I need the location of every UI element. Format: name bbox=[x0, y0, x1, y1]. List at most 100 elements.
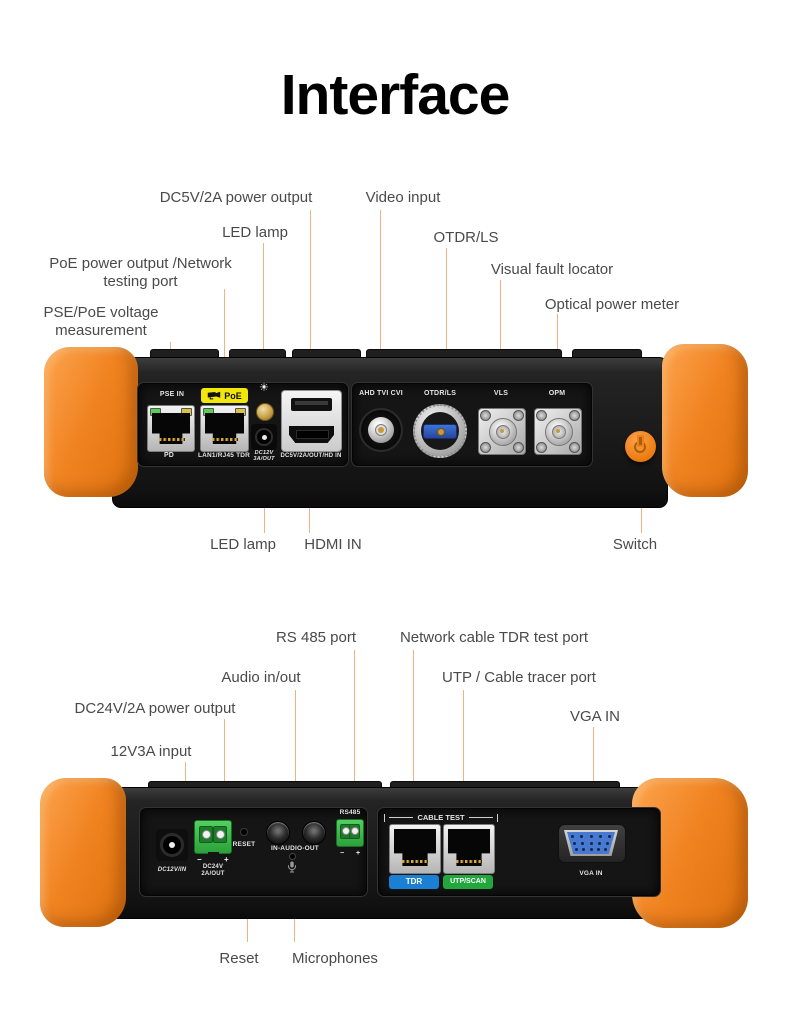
otdr-ferrule bbox=[437, 428, 445, 436]
leader-line bbox=[295, 690, 296, 810]
usb-port bbox=[291, 398, 332, 411]
leader-line bbox=[224, 289, 225, 381]
audio-out-jack bbox=[302, 821, 326, 845]
jack-pin bbox=[261, 434, 267, 440]
bnc-center-pin bbox=[378, 427, 384, 433]
microphone-icon bbox=[288, 861, 296, 873]
rs485-label: RS485 bbox=[339, 809, 361, 816]
leader-line bbox=[463, 690, 464, 810]
screw bbox=[536, 442, 547, 453]
minus-mark: − bbox=[197, 855, 202, 864]
audio-label: IN-AUDIO-OUT bbox=[271, 845, 319, 852]
ahd-label: AHD TVI CVI bbox=[359, 390, 403, 397]
screw bbox=[513, 410, 524, 421]
hdmi-port bbox=[289, 426, 334, 443]
leader-line bbox=[309, 508, 310, 533]
tdr-tag: TDR bbox=[389, 875, 439, 889]
power-icon-bar bbox=[639, 437, 642, 445]
terminal-pin bbox=[350, 827, 359, 835]
usb-hdmi-plate bbox=[281, 390, 342, 452]
page-title: Interface bbox=[280, 63, 511, 127]
bnc-connector bbox=[359, 408, 403, 452]
vls-label: VLS bbox=[493, 390, 509, 397]
leader-line bbox=[446, 248, 447, 381]
minus-mark: − bbox=[340, 850, 345, 857]
leader-line bbox=[247, 917, 248, 942]
bracket-bar bbox=[384, 813, 385, 822]
leader-line bbox=[500, 280, 501, 381]
leader-line bbox=[354, 650, 355, 810]
callout-poe-power-output: PoE power output /Network testing port bbox=[49, 255, 232, 290]
vls-connector bbox=[478, 408, 526, 455]
callout-dc5v-power-output: DC5V/2A power output bbox=[159, 189, 313, 206]
callout-optical-power-meter: Optical power meter bbox=[544, 296, 680, 313]
bracket-line bbox=[389, 817, 414, 818]
vga-hole-row bbox=[571, 848, 611, 851]
callout-dc24v-power-output: DC24V/2A power output bbox=[74, 700, 236, 717]
plus-mark: + bbox=[356, 850, 361, 857]
utp-scan-tag: UTP/SCAN bbox=[443, 875, 493, 889]
callout-switch: Switch bbox=[612, 536, 658, 553]
rj45-pins bbox=[159, 438, 185, 441]
leader-line bbox=[557, 314, 558, 381]
leader-line bbox=[593, 727, 594, 810]
callout-rs485-port: RS 485 port bbox=[275, 629, 357, 646]
bracket-line bbox=[468, 817, 493, 818]
screw bbox=[569, 410, 580, 421]
handle-left bbox=[40, 778, 126, 927]
opm-label: OPM bbox=[548, 390, 566, 397]
usb-tongue bbox=[295, 401, 328, 405]
fc-ferrule bbox=[500, 429, 504, 433]
callout-visual-fault-locator: Visual fault locator bbox=[490, 261, 614, 278]
pd-label: PD bbox=[163, 452, 175, 459]
vga-connector bbox=[558, 824, 626, 863]
cable-test-label: CABLE TEST bbox=[417, 813, 465, 822]
leader-line bbox=[413, 650, 414, 810]
dc24v-terminal bbox=[194, 820, 232, 854]
callout-reset: Reset bbox=[219, 950, 259, 967]
rs485-terminal bbox=[336, 819, 364, 847]
dc12v-out-label: DC12V 3A/OUT bbox=[253, 450, 275, 462]
leader-line bbox=[224, 719, 225, 810]
callout-pse-poe-voltage: PSE/PoE voltage measurement bbox=[43, 304, 159, 339]
lan1-rj45-port bbox=[200, 405, 249, 452]
cable-test-header: CABLE TEST bbox=[384, 813, 498, 822]
vga-holes bbox=[571, 835, 611, 851]
led-lamp-icon: ☀ bbox=[258, 381, 270, 394]
dc12v-in-jack bbox=[156, 829, 188, 861]
poe-badge: PoE bbox=[201, 388, 248, 403]
mic-hole bbox=[289, 853, 296, 860]
bracket-bar bbox=[497, 813, 498, 822]
screw bbox=[536, 410, 547, 421]
callout-12v3a-input: 12V3A input bbox=[110, 743, 192, 760]
screw bbox=[480, 410, 491, 421]
jack-pin bbox=[169, 842, 175, 848]
callout-network-tdr-port: Network cable TDR test port bbox=[399, 629, 589, 646]
dc12v-out-jack bbox=[251, 424, 277, 450]
otdr-label: OTDR/LS bbox=[423, 390, 457, 397]
lan1-label: LAN1/RJ45 TDR bbox=[197, 452, 251, 459]
dc5v-label: DC5V/2A/OUT/HD IN bbox=[280, 453, 342, 459]
screw bbox=[569, 442, 580, 453]
callout-led-lamp-bottom: LED lamp bbox=[210, 536, 276, 553]
callout-led-lamp-top: LED lamp bbox=[222, 224, 288, 241]
terminal-pin bbox=[341, 827, 350, 835]
handle-left bbox=[44, 347, 138, 497]
terminal-tab bbox=[208, 852, 219, 858]
pse-in-port bbox=[147, 405, 195, 452]
callout-audio-in-out: Audio in/out bbox=[221, 669, 301, 686]
utp-scan-port bbox=[443, 824, 495, 874]
reset-label: RESET bbox=[232, 841, 256, 848]
leader-line bbox=[310, 210, 311, 381]
vga-hole-row bbox=[571, 841, 611, 845]
fc-ferrule bbox=[556, 429, 560, 433]
plus-mark: + bbox=[224, 855, 229, 864]
callout-utp-tracer-port: UTP / Cable tracer port bbox=[442, 669, 596, 686]
leader-line bbox=[263, 243, 264, 381]
callout-hdmi-in: HDMI IN bbox=[304, 536, 362, 553]
callout-otdr-ls: OTDR/LS bbox=[433, 229, 499, 246]
screw bbox=[513, 442, 524, 453]
callout-vga-in: VGA IN bbox=[569, 708, 621, 725]
opm-connector bbox=[534, 408, 582, 455]
